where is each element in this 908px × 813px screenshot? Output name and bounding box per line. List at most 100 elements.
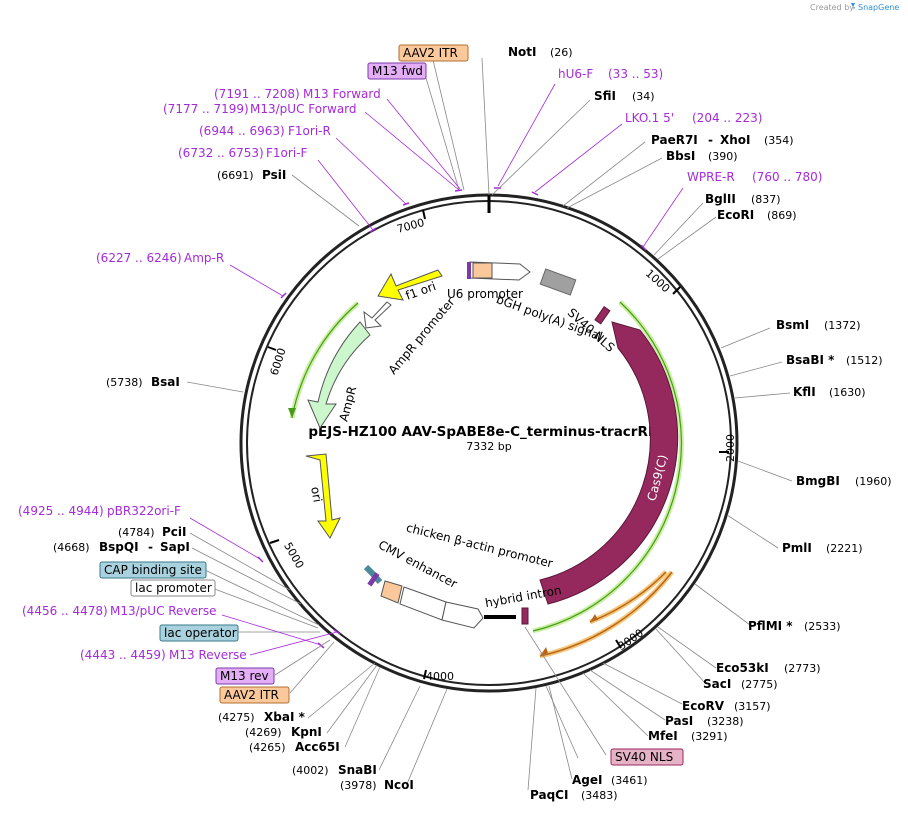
box-label-m13-rev: M13 rev: [220, 669, 269, 683]
site-name-bglii[interactable]: BglII: [705, 192, 736, 206]
site-name-saci[interactable]: SacI: [703, 677, 731, 691]
site-name-noti[interactable]: NotI: [508, 45, 537, 59]
box-m13-rev[interactable]: [215, 667, 275, 685]
site-name-bspqi[interactable]: BspQI: [99, 540, 139, 554]
site-name-pflmi[interactable]: PflMI *: [748, 619, 793, 633]
itr-inner-feature-2[interactable]: [380, 580, 403, 604]
site-pos-pflmi: (2533): [804, 620, 841, 633]
ori-feature[interactable]: [305, 453, 341, 539]
plasmid-size: 7332 bp: [466, 440, 511, 453]
primer-range-wpre-r: (760 .. 780): [752, 170, 822, 184]
primer-name-m13-rev[interactable]: M13 Reverse: [169, 648, 247, 662]
site-name-kpni[interactable]: KpnI: [291, 725, 322, 739]
site-name-acc65i[interactable]: Acc65I: [295, 740, 340, 754]
f1-ori-feature[interactable]: [377, 269, 443, 301]
site-name-kfli[interactable]: KflI: [793, 385, 816, 399]
site-name-ecori[interactable]: EcoRI: [717, 208, 754, 222]
primer-name-f1ori-f[interactable]: F1ori-F: [266, 146, 307, 160]
ampr-label: AmpR: [336, 385, 359, 423]
site-pos-mfei: (3291): [691, 730, 728, 743]
site-pos-eco53ki: (2773): [784, 662, 821, 675]
site-name-xbai[interactable]: XbaI *: [264, 710, 306, 724]
site-name-paer7i[interactable]: PaeR7I: [651, 133, 698, 147]
site-name-bbsi[interactable]: BbsI: [666, 149, 695, 163]
tick-4000: [423, 669, 427, 680]
site-name-bmgbi[interactable]: BmgBI: [796, 474, 840, 488]
primer-name-m13puc-rev[interactable]: M13/pUC Reverse: [110, 604, 217, 618]
primer-name-pbr322[interactable]: pBR322ori-F: [107, 504, 181, 518]
primer-name-wpre-r[interactable]: WPRE-R: [687, 170, 735, 184]
sv40-nls-feature[interactable]: [594, 306, 611, 325]
primer-name-amp-r[interactable]: Amp-R: [184, 251, 224, 265]
box-m13-fwd[interactable]: [367, 62, 427, 80]
box-aav2-itr-top[interactable]: [398, 44, 469, 62]
site-name-ncoi[interactable]: NcoI: [384, 778, 414, 792]
primer-name-lko1[interactable]: LKO.1 5': [625, 111, 674, 125]
site-name-bsmi[interactable]: BsmI: [776, 318, 809, 332]
tick-label-4000: 4000: [426, 670, 454, 683]
primer-name-m13-fwd[interactable]: M13 Forward: [303, 87, 381, 101]
snapgene-logo-icon: [851, 3, 855, 10]
site-pos-pmli: (2221): [826, 542, 863, 555]
site-name-psii[interactable]: PsiI: [262, 168, 286, 182]
site-name-sapi[interactable]: SapI: [160, 540, 190, 554]
site-pos-xbai: (4275): [218, 711, 255, 724]
primer-range-f1ori-r: (6944 .. 6963): [199, 124, 285, 138]
primer-leaders: [189, 83, 684, 656]
site-name-xhoi[interactable]: XhoI: [720, 133, 751, 147]
tick-7000: [422, 209, 426, 220]
site-pos-ecorv: (3157): [734, 700, 771, 713]
tick-label-5000: 5000: [281, 540, 306, 571]
site-name-bsai[interactable]: BsaI: [151, 375, 180, 389]
site-pos-xhoi: (354): [764, 134, 794, 147]
site-name-sfii[interactable]: SfiI: [594, 89, 616, 103]
site-pos-sfii: (34): [632, 90, 655, 103]
box-lac-promoter[interactable]: [130, 579, 216, 597]
box-lac-operator[interactable]: [159, 624, 239, 642]
cmv-enhancer-feature[interactable]: [399, 586, 447, 621]
hybrid-intron-label: hybrid intron: [484, 583, 563, 610]
site-pos-bsai: (5738): [106, 376, 143, 389]
itr-inner-feature[interactable]: [472, 262, 493, 279]
box-sv40-nls[interactable]: [610, 748, 684, 766]
ampr-promoter-feature[interactable]: [363, 301, 392, 329]
sv40-nls-2-feature[interactable]: [521, 607, 529, 625]
cas9-feature[interactable]: [539, 321, 679, 605]
primer-name-hu6f[interactable]: hU6-F: [558, 67, 593, 81]
primer-range-lko1: (204 .. 223): [692, 111, 762, 125]
site-name-bsabi[interactable]: BsaBI *: [786, 353, 835, 367]
ampr-glow-edge: [291, 302, 359, 419]
primer-range-m13-fwd: (7191 .. 7208): [214, 87, 300, 101]
ampr-feature[interactable]: [307, 321, 371, 430]
site-name-eco53ki[interactable]: Eco53kI: [716, 661, 769, 675]
primer-name-m13puc-fwd[interactable]: M13/pUC Forward: [250, 102, 357, 116]
tick-3000: [615, 639, 622, 649]
leader-lines: [186, 57, 793, 791]
bgh-polya-feature[interactable]: [539, 268, 577, 296]
ampr-glow-head: [288, 408, 296, 418]
box-cap-binding-site[interactable]: [99, 561, 207, 579]
site-name-pmli[interactable]: PmlI: [782, 541, 812, 555]
site-name-pcii[interactable]: PciI: [162, 525, 187, 539]
plasmid-name: pEJS-HZ100 AAV-SpABE8e-C_terminus-tracrR…: [308, 424, 670, 440]
ori-label: ori: [308, 486, 324, 504]
site-name-pasi[interactable]: PasI: [665, 714, 693, 728]
orange-arrow-2-line: [539, 571, 673, 657]
primer-name-f1ori-r[interactable]: F1ori-R: [288, 124, 331, 138]
site-name-snabi[interactable]: SnaBI: [338, 763, 377, 777]
m13-rev-inner-mark: [367, 572, 380, 587]
primer-range-pbr322: (4925 .. 4944): [18, 504, 104, 518]
u6-promoter-label: U6 promoter: [447, 287, 523, 301]
box-aav2-itr-bottom[interactable]: [219, 686, 290, 704]
site-pos-noti: (26): [550, 46, 573, 59]
box-label-m13-fwd: M13 fwd: [372, 64, 423, 78]
cba-promoter-feature[interactable]: [441, 601, 484, 629]
cas9-glow-edge: [532, 301, 683, 632]
site-name-mfei[interactable]: MfeI: [648, 729, 678, 743]
site-name-ecorv[interactable]: EcoRV: [682, 699, 725, 713]
restriction-labels: NotI (26) SfiI (34) PaeR7I - XhoI (354) …: [53, 45, 892, 802]
primer-range-m13puc-rev: (4456 .. 4478): [22, 604, 108, 618]
site-name-paqci[interactable]: PaqCI: [530, 788, 568, 802]
site-name-agei[interactable]: AgeI: [572, 773, 602, 787]
